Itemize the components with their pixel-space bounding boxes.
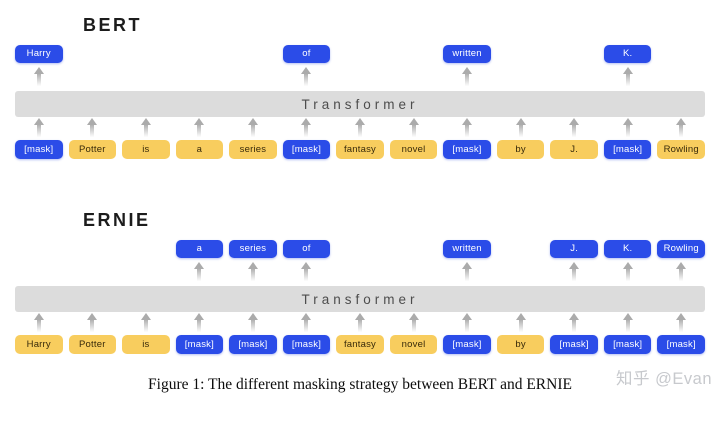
output-token: of — [282, 45, 331, 63]
up-arrow-icon — [139, 118, 153, 139]
input-token: by — [496, 140, 545, 159]
up-arrow-icon — [32, 313, 46, 334]
up-arrow-icon — [674, 313, 688, 334]
output-token: Rowling — [657, 240, 705, 258]
input-token-masked: [mask] — [657, 335, 705, 354]
output-token: written — [443, 240, 491, 258]
input-token-masked: [mask] — [443, 140, 491, 159]
up-arrow-icon — [192, 118, 206, 139]
up-arrow-icon — [407, 313, 421, 334]
up-arrow-icon — [567, 118, 581, 139]
up-arrow-icon — [299, 313, 313, 334]
up-arrow-icon — [246, 118, 260, 139]
up-arrow-icon — [621, 261, 635, 283]
output-token: Harry — [15, 45, 63, 63]
input-token: fantasy — [336, 335, 384, 354]
up-arrow-icon — [514, 313, 528, 334]
watermark: 知乎 @Evan — [616, 370, 712, 388]
input-token: series — [229, 140, 277, 159]
input-token-masked: [mask] — [603, 335, 652, 354]
output-token: of — [282, 240, 331, 258]
input-token-masked: [mask] — [175, 335, 224, 354]
input-token: is — [122, 335, 170, 354]
input-token: Harry — [15, 335, 63, 354]
up-arrow-icon — [460, 313, 474, 334]
input-token-masked: [mask] — [443, 335, 491, 354]
up-arrow-icon — [32, 118, 46, 139]
output-token: J. — [550, 240, 598, 258]
up-arrow-icon — [85, 313, 99, 334]
output-token: series — [229, 240, 277, 258]
transformer-bar: Transformer — [15, 91, 705, 117]
up-arrow-icon — [460, 118, 474, 139]
input-token: Potter — [68, 140, 117, 159]
section-title: BERT — [83, 15, 142, 35]
up-arrow-icon — [621, 118, 635, 139]
input-token: Potter — [68, 335, 117, 354]
up-arrow-icon — [299, 261, 313, 283]
up-arrow-icon — [407, 118, 421, 139]
section-bert: BERT Harry of written K. Transformer [mask] Pot… — [15, 14, 705, 159]
input-token: by — [496, 335, 545, 354]
up-arrow-icon — [567, 313, 581, 334]
up-arrow-icon — [514, 118, 528, 139]
output-token: K. — [603, 45, 652, 63]
output-token: written — [443, 45, 491, 63]
up-arrow-icon — [139, 313, 153, 334]
input-token-masked: [mask] — [550, 335, 598, 354]
up-arrow-icon — [567, 261, 581, 283]
figure-caption: Figure 1: The different masking strategy… — [148, 376, 572, 393]
input-token-masked: [mask] — [229, 335, 277, 354]
up-arrow-icon — [299, 66, 313, 88]
up-arrow-icon — [353, 118, 367, 139]
input-token-masked: [mask] — [282, 140, 331, 159]
caption-row: Figure 1: The different masking strategy… — [0, 370, 720, 394]
up-arrow-icon — [621, 66, 635, 88]
input-token: Rowling — [657, 140, 705, 159]
input-token: is — [122, 140, 170, 159]
input-token: J. — [550, 140, 598, 159]
input-token: novel — [389, 140, 438, 159]
up-arrow-icon — [460, 66, 474, 88]
up-arrow-icon — [85, 118, 99, 139]
up-arrow-icon — [192, 313, 206, 334]
output-token: a — [175, 240, 224, 258]
input-token-masked: [mask] — [603, 140, 652, 159]
up-arrow-icon — [621, 313, 635, 334]
transformer-bar: Transformer — [15, 286, 705, 312]
up-arrow-icon — [460, 261, 474, 283]
up-arrow-icon — [674, 261, 688, 283]
up-arrow-icon — [246, 313, 260, 334]
input-token-masked: [mask] — [282, 335, 331, 354]
up-arrow-icon — [246, 261, 260, 283]
up-arrow-icon — [353, 313, 367, 334]
up-arrow-icon — [299, 118, 313, 139]
input-token: a — [175, 140, 224, 159]
output-token: K. — [603, 240, 652, 258]
input-token: novel — [389, 335, 438, 354]
up-arrow-icon — [674, 118, 688, 139]
input-token: fantasy — [336, 140, 384, 159]
up-arrow-icon — [192, 261, 206, 283]
input-token-masked: [mask] — [15, 140, 63, 159]
up-arrow-icon — [32, 66, 46, 88]
section-title: ERNIE — [83, 210, 151, 230]
